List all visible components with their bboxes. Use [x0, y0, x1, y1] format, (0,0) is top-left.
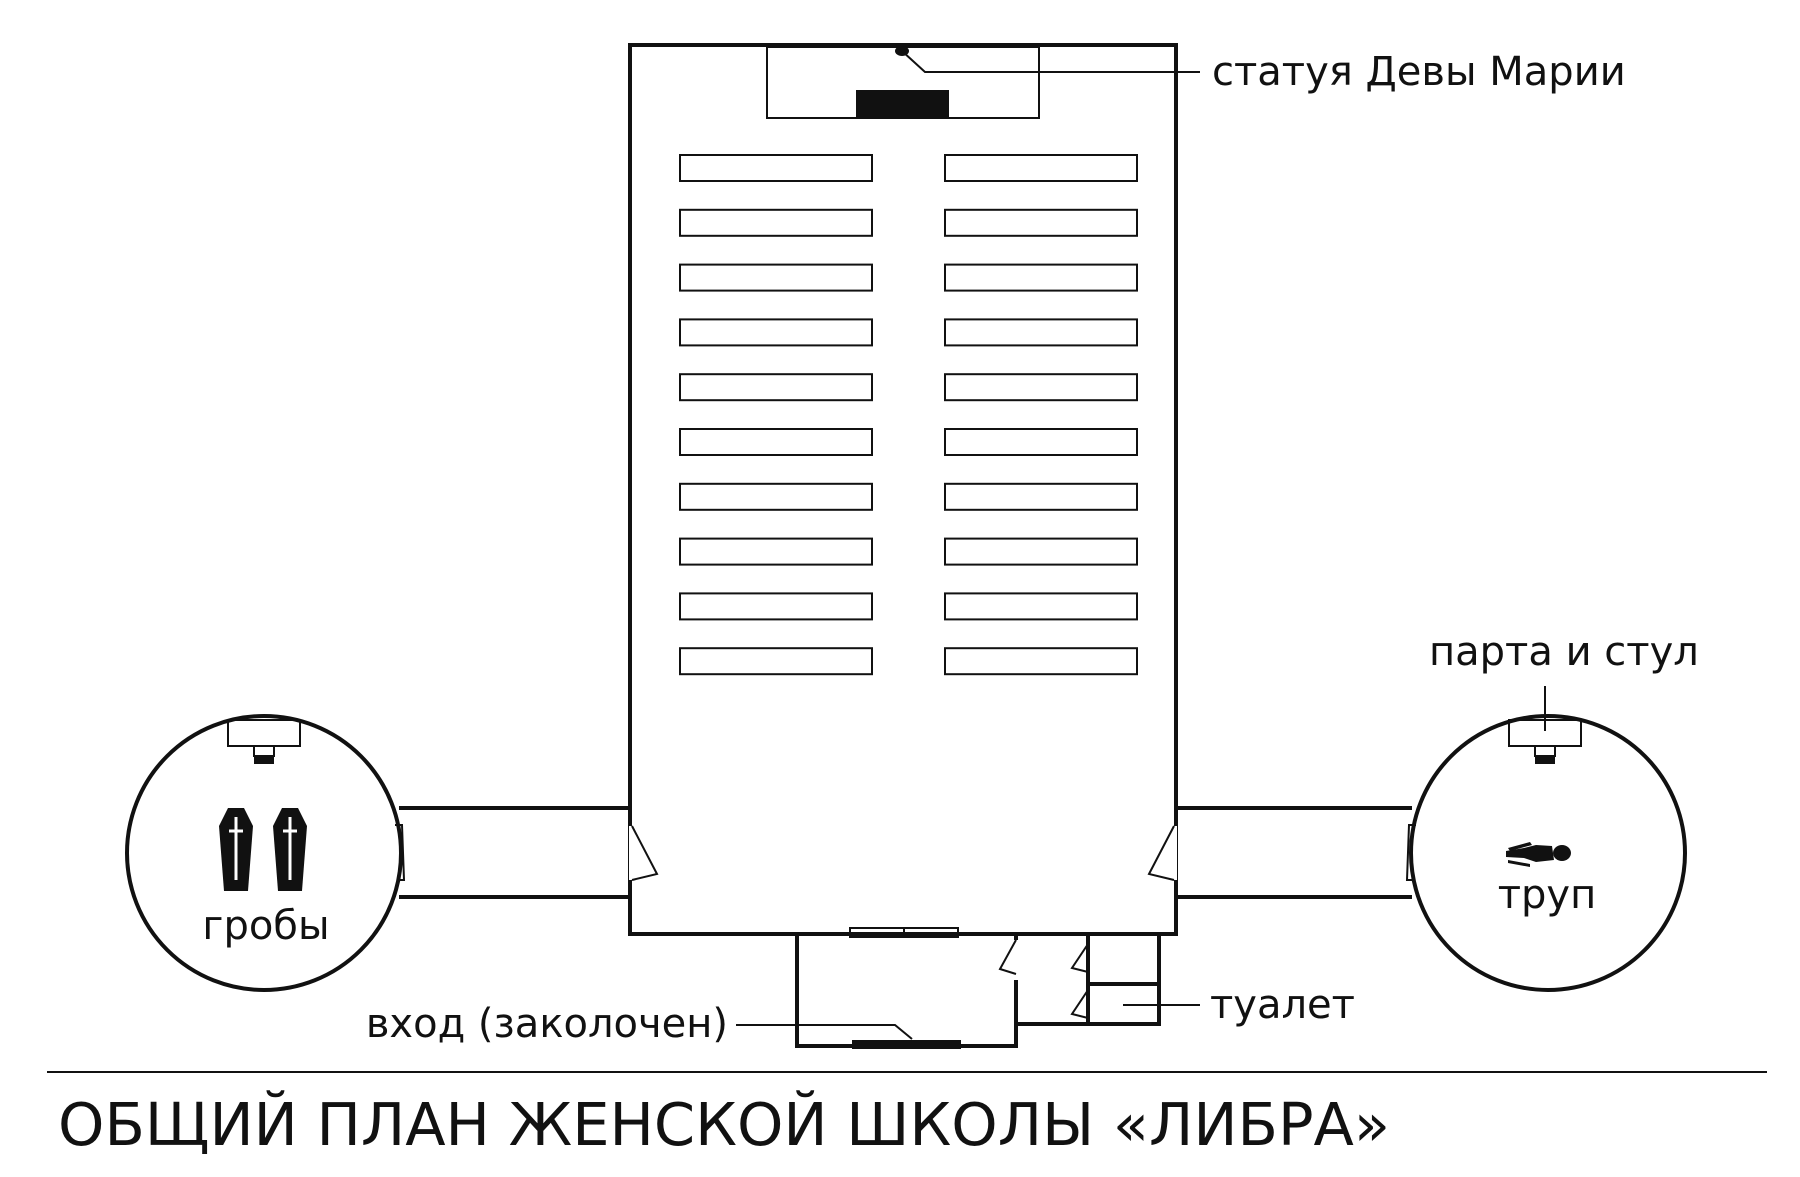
coffin-icon: [219, 808, 253, 891]
desk-label: парта и стул: [1429, 629, 1699, 675]
entrance-label: вход (заколочен): [366, 1001, 728, 1047]
door-left-hall: [629, 825, 659, 881]
pew: [679, 482, 873, 511]
pew: [679, 537, 873, 566]
door-vestibule: [998, 939, 1019, 980]
pew: [944, 263, 1138, 292]
toilet-block: [1016, 934, 1161, 1026]
statue-label: статуя Девы Марии: [1212, 49, 1626, 95]
pew: [944, 318, 1138, 347]
room-coffins: гробы: [125, 714, 406, 992]
altar-table: [856, 90, 949, 117]
pew: [944, 482, 1138, 511]
door-right-hall: [1147, 825, 1177, 881]
corpse-icon: [1506, 842, 1571, 867]
desk-chair-left: [227, 719, 301, 764]
door-corpse-room: [1405, 824, 1416, 881]
pew: [679, 428, 873, 456]
pew: [944, 647, 1138, 676]
corridor-left: [399, 806, 630, 899]
pew: [679, 154, 873, 182]
pew: [944, 592, 1138, 621]
coffin-icon: [273, 808, 307, 891]
door-coffins-room: [395, 824, 406, 881]
vestibule: [795, 932, 1019, 1049]
pew: [944, 373, 1138, 402]
pew: [944, 537, 1138, 566]
toilet-label: туалет: [1210, 982, 1355, 1028]
pew: [679, 263, 873, 292]
corridor-right: [1176, 806, 1412, 899]
statue-leader-line: [901, 50, 1200, 73]
pew: [679, 592, 873, 621]
boarded-entrance: [852, 1040, 961, 1049]
room-corpse-wall: [1409, 714, 1687, 992]
coffins-label: гробы: [202, 903, 329, 949]
pew: [679, 647, 873, 676]
pew: [679, 208, 873, 237]
room-coffins-wall: [125, 714, 403, 992]
corpse-label: труп: [1498, 872, 1597, 918]
pew: [944, 208, 1138, 237]
pew: [679, 373, 873, 402]
room-corpse: труп парта и стул: [1405, 629, 1699, 992]
pew-rows: [679, 154, 1138, 676]
pew: [944, 154, 1138, 182]
plan-title: ОБЩИЙ ПЛАН ЖЕНСКОЙ ШКОЛЫ «ЛИБРА»: [58, 1090, 1390, 1159]
entrance-leader-line: [736, 1024, 913, 1040]
vestibule-walls: [795, 932, 1018, 1048]
pew: [944, 428, 1138, 456]
chapel-hall: [628, 43, 1178, 938]
pew: [679, 318, 873, 347]
